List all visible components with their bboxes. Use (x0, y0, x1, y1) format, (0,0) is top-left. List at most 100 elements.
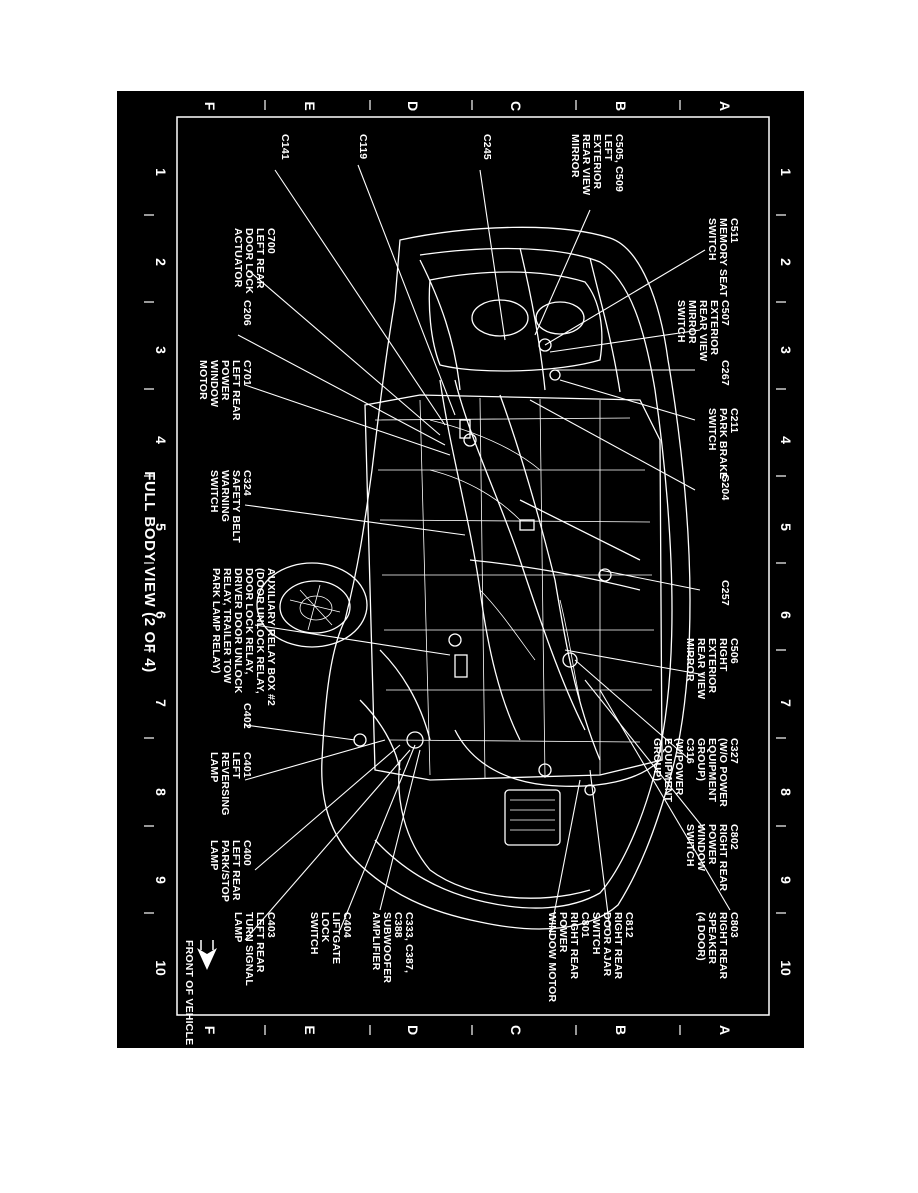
callout-c402: C402 (241, 703, 253, 729)
callout-line: TURN SIGNAL (243, 912, 255, 986)
grid-number-label: 2 (778, 258, 794, 266)
callout-line: C388 (392, 912, 404, 938)
callout-line: C267 (719, 360, 731, 386)
callout-line: C812 (623, 912, 635, 938)
grid-letter-label: A (717, 101, 733, 111)
callout-line: WINDOW MOTOR (546, 912, 558, 1002)
grid-number-label: 4 (153, 436, 169, 444)
callout-line: (DOOR UNLOCK RELAY, (254, 568, 266, 694)
callout-line: C507 (719, 300, 731, 326)
callout-line: C801 (579, 912, 591, 938)
diagram-title: FULL BODY VIEW (2 OF 4) (141, 471, 158, 673)
callout-line: LAMP (208, 752, 220, 783)
callout-line: LEFT REAR (254, 912, 266, 973)
callout-line: MIRROR (686, 300, 698, 344)
callout-line: SWITCH (675, 300, 687, 343)
callout-line: RIGHT REAR (568, 912, 580, 980)
callout-line: EQUIPMENT (706, 738, 718, 803)
callout-line: C119 (357, 134, 369, 159)
callout-line: POWER (557, 912, 569, 953)
grid-number-label: 10 (153, 960, 169, 976)
callout-line: EXTERIOR (591, 134, 603, 189)
callout-line: AUXILIARY RELAY BOX #2 (265, 568, 277, 706)
ruler-ticks (144, 100, 786, 1035)
callout-line: LEFT (602, 134, 614, 161)
callout-line: SUBWOOFER (381, 912, 393, 983)
callout-c257: C257 (719, 580, 731, 606)
callout-line: C400 (241, 840, 253, 866)
grid-letter-label: E (302, 1025, 318, 1034)
grid-letter-label: C (508, 101, 524, 111)
callout-line: MEMORY SEAT (717, 218, 729, 297)
callout-c141: C141 (279, 134, 291, 160)
callout-g204: G204 (719, 474, 731, 501)
callout-line: LEFT REAR (254, 228, 266, 289)
grid-number-label: 2 (153, 258, 169, 266)
callout-line: LEFT (230, 752, 242, 779)
callout-line: SWITCH (684, 824, 696, 867)
callout-line: C505, C509 (613, 134, 625, 192)
grid-number-label: 8 (153, 788, 169, 796)
callout-line: DOOR LOCK RELAY, (243, 568, 255, 675)
callout-c119: C119 (357, 134, 369, 159)
callout-line: WINDOW (208, 360, 220, 407)
callout-line: WARNING (219, 470, 231, 522)
grid-number-label: 8 (778, 788, 794, 796)
callout-line: EXTERIOR (706, 638, 718, 693)
callout-line: C403 (265, 912, 277, 938)
callout-line: SAFETY BELT (230, 470, 242, 543)
callout-line: C257 (719, 580, 731, 606)
callout-line: REAR VIEW (580, 134, 592, 195)
callout-line: SWITCH (308, 912, 320, 955)
callout-line: AMPLIFIER (370, 912, 382, 971)
callout-line: DRIVER DOOR UNLOCK (232, 568, 244, 694)
grid-number-label: 9 (778, 876, 794, 884)
callout-line: LOCK (319, 912, 331, 943)
callout-line: C700 (265, 228, 277, 254)
callout-line: SWITCH (706, 408, 718, 451)
callout-c327: C327(W/O POWEREQUIPMENTGROUP)C316(W/POWE… (651, 738, 740, 807)
callout-line: LEFT REAR (230, 360, 242, 421)
callout-line: POWER (706, 824, 718, 865)
callout-line: LAMP (232, 912, 244, 943)
callout-line: C327 (728, 738, 740, 764)
grid-number-label: 7 (778, 699, 794, 707)
diagram-frame (176, 116, 770, 1016)
callout-line: REAR VIEW (697, 300, 709, 361)
grid-number-label: 3 (153, 346, 169, 354)
callout-line: PARK/STOP (219, 840, 231, 902)
grid-number-label: 1 (153, 168, 169, 176)
grid-number-label: 9 (153, 876, 169, 884)
callout-line: LEFT REAR (230, 840, 242, 901)
callout-line: C141 (279, 134, 291, 160)
callout-line: MOTOR (197, 360, 209, 400)
grid-number-label: 3 (778, 346, 794, 354)
vehicle-body-illustration (256, 226, 691, 930)
callout-line: SWITCH (706, 218, 718, 261)
callout-line: EXTERIOR (708, 300, 720, 355)
callout-line: C803 (728, 912, 740, 938)
callout-aux: AUXILIARY RELAY BOX #2(DOOR UNLOCK RELAY… (210, 568, 277, 706)
callout-line: C404 (341, 912, 353, 938)
grid-number-label: 5 (778, 523, 794, 531)
callout-line: DOOR AJAR (601, 912, 613, 977)
callout-line: EQUIPMENT (662, 738, 674, 803)
callout-leader-lines (237, 164, 731, 941)
callout-c206: C206 (241, 300, 253, 326)
callout-line: SPEAKER (706, 912, 718, 964)
callout-line: RIGHT REAR (717, 912, 729, 980)
callout-line: LIFTGATE (330, 912, 342, 964)
